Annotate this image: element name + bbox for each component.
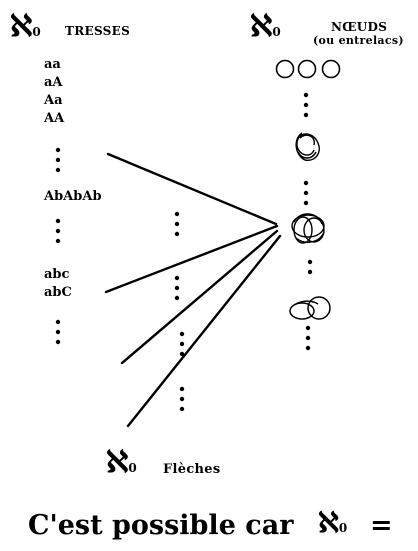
aleph-subscript: 0 (272, 25, 281, 39)
aleph-symbol: ℵ (318, 506, 339, 539)
aleph-symbol: ℵ (106, 445, 129, 480)
aleph-subscript: 0 (338, 521, 348, 535)
fleches-header: ℵ0 (106, 448, 137, 478)
aleph-symbol: ℵ (250, 9, 273, 44)
braid-word: abC (44, 285, 72, 300)
complex-knot-icon (291, 213, 325, 244)
trefoil-knot-icon (295, 132, 320, 161)
tresses-header: ℵ0 (10, 12, 41, 42)
noeuds-label: NŒUDS (331, 20, 388, 34)
braid-word: AbAbAb (44, 189, 102, 204)
dot-ellipsis (55, 92, 313, 412)
fleches-label: Flèches (163, 462, 221, 477)
conclusion-text: C'est possible car (28, 510, 294, 541)
unlink-circles (275, 59, 341, 79)
braid-word: abc (44, 267, 70, 282)
braid-word: aA (44, 75, 63, 90)
noeuds-header: ℵ0 (250, 12, 281, 42)
equals-sign: = (370, 510, 393, 541)
tresses-label: TRESSES (65, 24, 131, 38)
arrow-lines (104, 152, 282, 428)
braid-word: aa (44, 57, 61, 72)
conclusion-aleph: ℵ0 (318, 508, 347, 538)
braid-word: AA (44, 111, 65, 126)
aleph-subscript: 0 (128, 461, 137, 475)
aleph-symbol: ℵ (10, 9, 33, 44)
link-icon (289, 296, 331, 320)
entrelacs-label: (ou entrelacs) (313, 34, 404, 47)
braid-word: Aa (44, 93, 63, 108)
aleph-subscript: 0 (32, 25, 41, 39)
